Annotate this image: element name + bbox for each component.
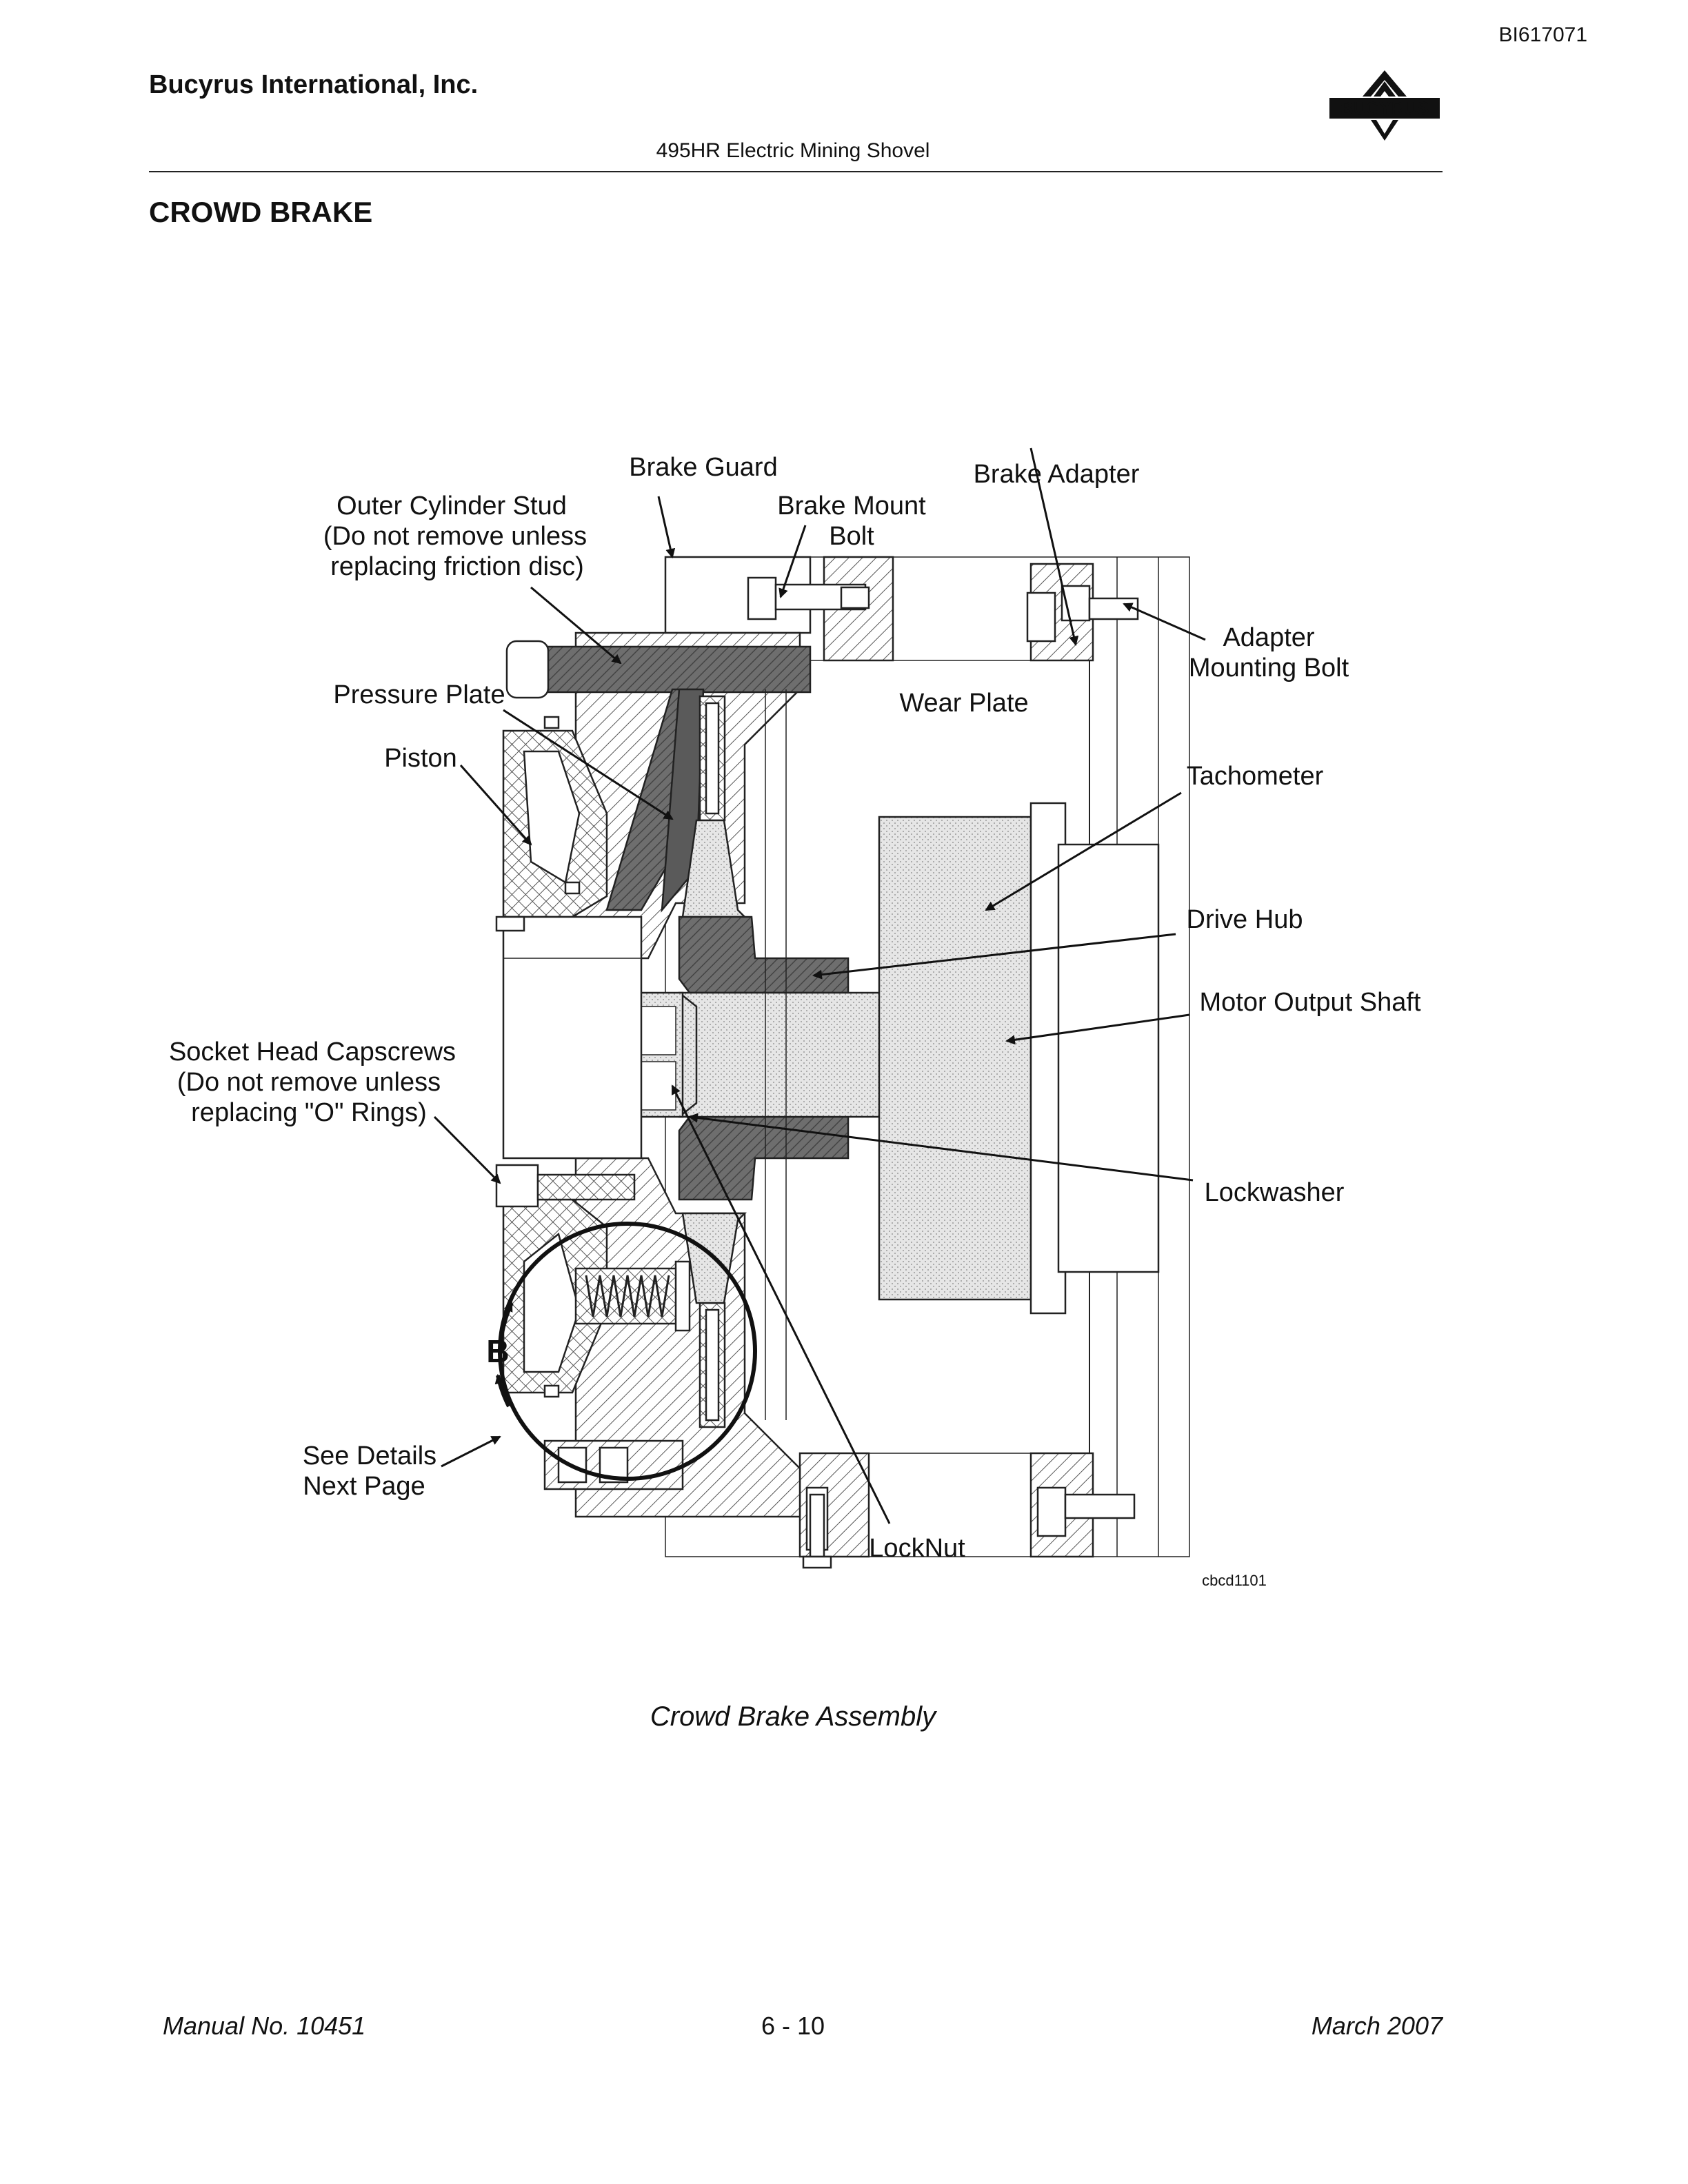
- label-see-details-line2: Next Page: [303, 1472, 425, 1501]
- label-tachometer: Tachometer: [1187, 762, 1324, 791]
- label-mount-bolt-line2: Bolt: [829, 522, 874, 551]
- footer-date: March 2007: [1311, 2012, 1443, 2040]
- leader-brake-adapter: [1029, 447, 1079, 646]
- label-brake-guard: Brake Guard: [629, 453, 777, 482]
- leader-piston: [459, 765, 532, 846]
- label-figure-code: cbcd1101: [1202, 1572, 1267, 1589]
- leader-tachometer: [985, 791, 1182, 911]
- company-name: Bucyrus International, Inc.: [149, 70, 479, 99]
- label-capscrews-line1: Socket Head Capscrews: [169, 1038, 456, 1066]
- detail-b-arrow-down: [494, 1374, 511, 1408]
- footer-page-number: 6 - 10: [761, 2012, 825, 2040]
- label-adapter-bolt-line2: Mounting Bolt: [1189, 654, 1349, 682]
- label-brake-adapter: Brake Adapter: [974, 460, 1140, 489]
- document-id: BI617071: [1498, 23, 1587, 46]
- header-divider: [149, 171, 1443, 172]
- label-pressure-plate: Pressure Plate: [333, 680, 505, 709]
- leader-brake-guard: [657, 496, 676, 558]
- leader-locknut: [671, 1084, 891, 1524]
- leader-motor-shaft: [1005, 1013, 1190, 1045]
- label-lockwasher: Lockwasher: [1205, 1178, 1345, 1207]
- section-title: CROWD BRAKE: [149, 196, 373, 228]
- label-motor-shaft: Motor Output Shaft: [1199, 988, 1420, 1017]
- leader-pressure-plate: [503, 709, 674, 820]
- bucyrus-logo: BUCYRUS: [1329, 70, 1440, 141]
- detail-b-arrow-up: [498, 1302, 514, 1355]
- leader-adapter-bolt: [1123, 603, 1206, 641]
- footer-manual-number: Manual No. 10451: [163, 2012, 366, 2040]
- label-piston: Piston: [384, 744, 457, 773]
- leader-brake-mount-bolt: [778, 525, 807, 598]
- label-adapter-bolt-line1: Adapter: [1223, 623, 1314, 652]
- leader-see-details: [441, 1435, 501, 1468]
- label-wear-plate: Wear Plate: [899, 689, 1028, 718]
- leader-capscrews: [433, 1115, 501, 1184]
- label-mount-bolt-line1: Brake Mount: [777, 492, 926, 520]
- leader-outer-cylinder-stud: [530, 586, 622, 665]
- label-drive-hub: Drive Hub: [1187, 905, 1303, 934]
- label-capscrews-line3: replacing "O" Rings): [191, 1098, 427, 1127]
- assembly-drawing: [495, 556, 1190, 1569]
- label-see-details-line1: See Details: [303, 1442, 436, 1470]
- logo-text: BUCYRUS: [1340, 98, 1429, 119]
- label-outer-stud-line2: (Do not remove unless: [323, 522, 587, 551]
- label-locknut: LockNut: [869, 1534, 965, 1563]
- label-capscrews-line2: (Do not remove unless: [177, 1068, 441, 1097]
- leader-drive-hub: [812, 933, 1176, 980]
- label-detail-b: B: [486, 1333, 509, 1369]
- label-outer-stud-line1: Outer Cylinder Stud: [336, 492, 567, 520]
- figure-caption: Crowd Brake Assembly: [650, 1701, 936, 1732]
- document-subtitle: 495HR Electric Mining Shovel: [656, 139, 930, 162]
- leader-lockwasher: [688, 1113, 1194, 1182]
- label-outer-stud-line3: replacing friction disc): [330, 552, 583, 581]
